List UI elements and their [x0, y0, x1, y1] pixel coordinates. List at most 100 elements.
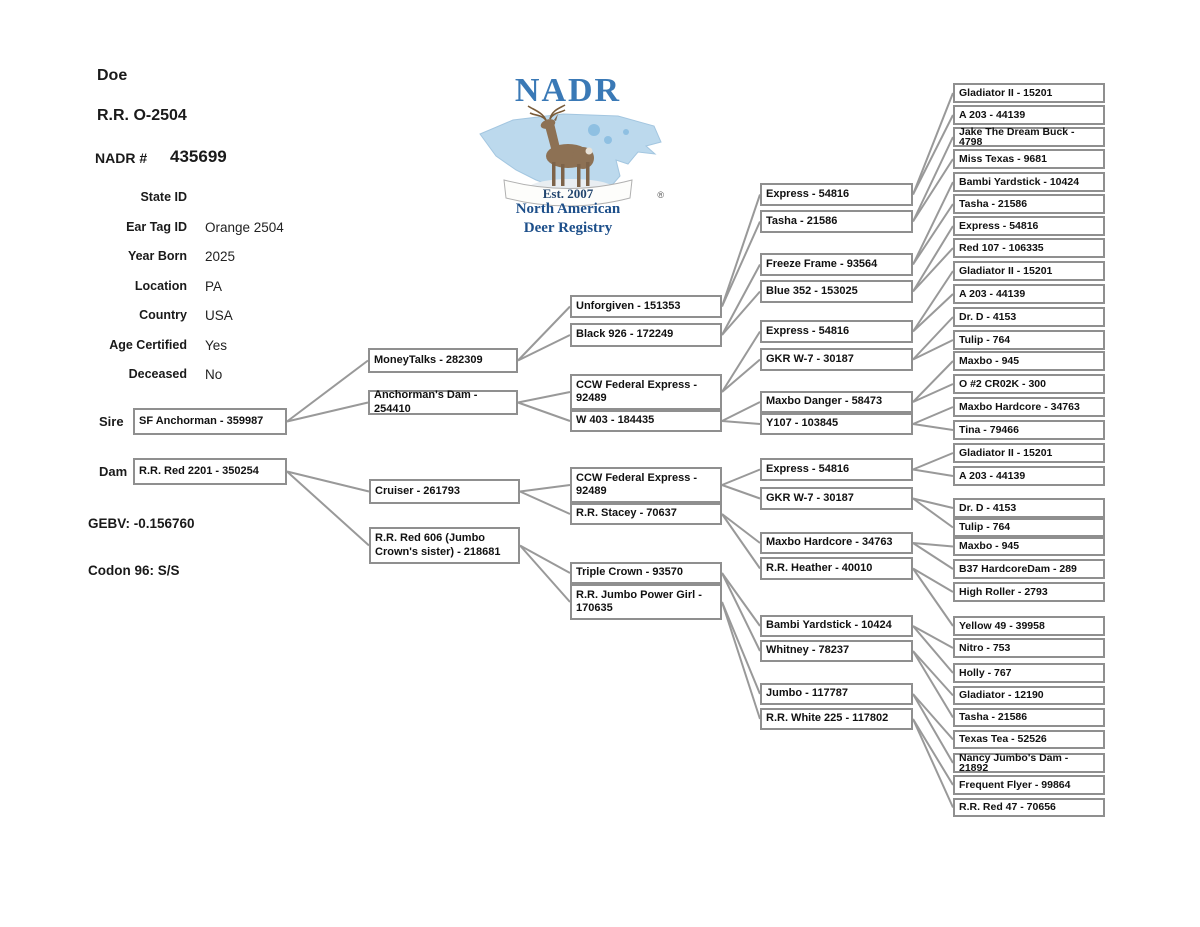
connector-line [721, 513, 761, 544]
deer-silhouette [540, 114, 594, 187]
pedigree-node-g5_27: Gladiator - 12190 [953, 686, 1105, 705]
nadr-logo: NADR Est. 2007 ® [468, 74, 668, 244]
pedigree-node-g5_25: Nitro - 753 [953, 638, 1105, 658]
info-label: Age Certified [109, 337, 187, 352]
pedigree-node-freeze_frame: Freeze Frame - 93564 [760, 253, 913, 276]
pedigree-node-g5_28: Tasha - 21586 [953, 708, 1105, 727]
connector-line [912, 497, 954, 529]
info-row-country: Country USA [37, 308, 337, 326]
connector-line [286, 470, 370, 493]
connector-line [721, 572, 761, 627]
pedigree-node-gkr_d: GKR W-7 - 30187 [760, 487, 913, 510]
pedigree-node-g5_18: A 203 - 44139 [953, 466, 1105, 486]
connector-line [912, 468, 954, 477]
info-label: Deceased [128, 367, 187, 381]
animal-sex: Doe [97, 67, 128, 84]
pedigree-node-g5_32: R.R. Red 47 - 70656 [953, 798, 1105, 817]
connector-line [912, 136, 954, 222]
connector-line [912, 114, 954, 195]
connector-line [912, 339, 954, 361]
connector-line [912, 92, 954, 195]
connector-line [721, 264, 761, 336]
pedigree-node-rr_jumbo_pg: R.R. Jumbo Power Girl - 170635 [570, 584, 722, 620]
connector-line [286, 401, 369, 423]
connector-line [286, 470, 370, 547]
nadr-logo-graphic: Est. 2007 [479, 104, 662, 207]
pedigree-node-g5_24: Yellow 49 - 39958 [953, 616, 1105, 636]
connector-line [721, 572, 761, 652]
connector-line [912, 225, 954, 293]
info-value: USA [205, 308, 233, 323]
pedigree-node-g5_31: Frequent Flyer - 99864 [953, 775, 1105, 795]
connector-line [912, 423, 954, 431]
nadr-number-label: NADR # [95, 150, 148, 166]
connector-line [517, 305, 571, 362]
connector-line [912, 542, 954, 548]
connector-line [721, 420, 761, 425]
connector-line [912, 270, 954, 333]
pedigree-node-whitney: Whitney - 78237 [760, 640, 913, 662]
connector-line [721, 601, 761, 720]
pedigree-node-g5_19: Dr. D - 4153 [953, 498, 1105, 518]
pedigree-node-g5_14: O #2 CR02K - 300 [953, 374, 1105, 394]
connector-line [519, 544, 571, 603]
pedigree-node-express_d1: Express - 54816 [760, 458, 913, 481]
connector-line [912, 718, 954, 808]
pedigree-node-g5_15: Maxbo Hardcore - 34763 [953, 397, 1105, 417]
pedigree-node-g5_22: B37 HardcoreDam - 289 [953, 559, 1105, 579]
pedigree-node-g5_13: Maxbo - 945 [953, 351, 1105, 371]
connector-line [286, 359, 369, 423]
pedigree-node-rr_stacey: R.R. Stacey - 70637 [570, 503, 722, 525]
pedigree-node-moneytalks: MoneyTalks - 282309 [368, 348, 518, 373]
connector-line [912, 625, 954, 649]
ribbon-banner [503, 179, 633, 207]
connector-line [519, 484, 571, 493]
info-row-state-id: State ID [37, 190, 337, 208]
pedigree-node-jumbo: Jumbo - 117787 [760, 683, 913, 705]
connector-line [721, 401, 761, 422]
pedigree-node-g5_26: Holly - 767 [953, 663, 1105, 683]
connector-line [912, 452, 954, 471]
connector-line [517, 401, 571, 422]
antlers [527, 104, 566, 121]
info-value: 2025 [205, 249, 236, 264]
pedigree-node-g5_16: Tina - 79466 [953, 420, 1105, 440]
pedigree-node-express_s1: Express - 54816 [760, 183, 913, 206]
connector-line [912, 567, 954, 593]
connector-line [912, 567, 954, 627]
pedigree-node-g5_17: Gladiator II - 15201 [953, 443, 1105, 463]
nadr-logo-acronym: NADR [514, 72, 622, 109]
pedigree-node-triple_crown: Triple Crown - 93570 [570, 562, 722, 584]
info-label: Country [139, 308, 187, 322]
pedigree-node-g5_21: Maxbo - 945 [953, 537, 1105, 556]
connector-line [912, 247, 954, 293]
info-value: No [205, 367, 223, 382]
pedigree-node-maxbo_hardcore: Maxbo Hardcore - 34763 [760, 532, 913, 554]
pedigree-node-cruiser: Cruiser - 261793 [369, 479, 520, 504]
pedigree-node-tasha_s1: Tasha - 21586 [760, 210, 913, 233]
pedigree-node-g5_20: Tulip - 764 [953, 518, 1105, 537]
pedigree-node-g5_04: Miss Texas - 9681 [953, 149, 1105, 169]
pedigree-node-ccw_fed_s: CCW Federal Express - 92489 [570, 374, 722, 410]
pedigree-node-g5_29: Texas Tea - 52526 [953, 730, 1105, 749]
pedigree-node-anchormans_dam: Anchorman's Dam - 254410 [368, 389, 518, 415]
info-label: Ear Tag ID [126, 219, 187, 234]
pedigree-node-blue352: Blue 352 - 153025 [760, 280, 913, 303]
connector-line [721, 194, 761, 307]
pedigree-node-unforgiven: Unforgiven - 151353 [570, 295, 722, 318]
pedigree-node-g5_09: Gladiator II - 15201 [953, 261, 1105, 281]
connector-line [912, 693, 954, 741]
connector-line [519, 544, 571, 574]
connector-line [912, 406, 954, 425]
sire-label: Sire [99, 414, 124, 429]
info-row-deceased: Deceased No [37, 367, 337, 385]
pedigree-node-g5_11: Dr. D - 4153 [953, 307, 1105, 327]
connector-line [912, 203, 954, 266]
pedigree-node-rr_heather: R.R. Heather - 40010 [760, 557, 913, 580]
connector-line [912, 158, 954, 223]
connector-line [912, 181, 954, 265]
